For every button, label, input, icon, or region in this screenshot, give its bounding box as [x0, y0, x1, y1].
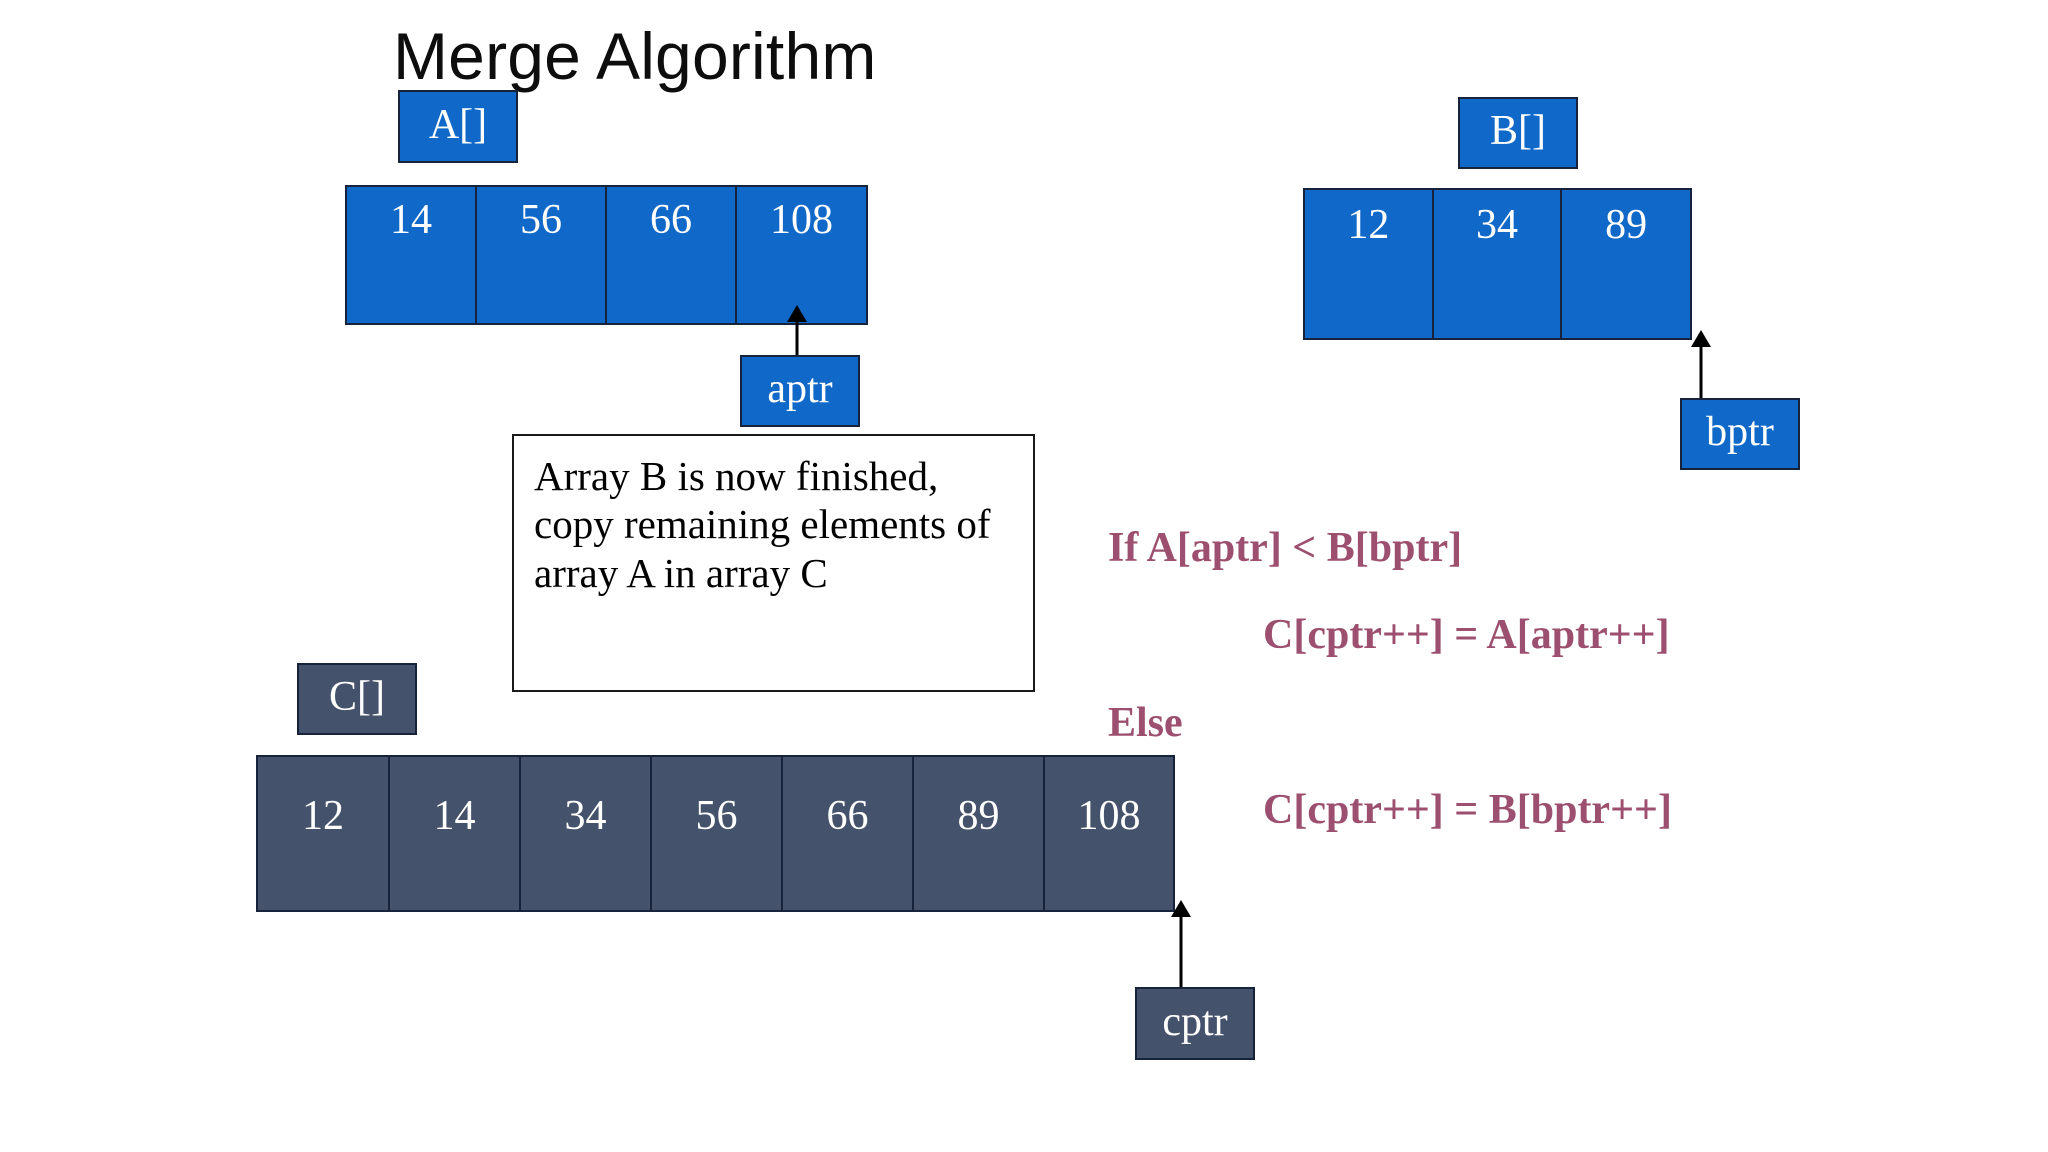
array-c-cell: 34	[521, 757, 652, 910]
cptr-pointer-chip: cptr	[1135, 987, 1255, 1060]
pseudocode-line-assign-a: C[cptr++] = A[aptr++]	[1263, 612, 1670, 658]
array-c-cell: 12	[258, 757, 390, 910]
array-c-cell: 66	[783, 757, 914, 910]
page-title: Merge Algorithm	[393, 19, 877, 93]
array-a-label: A[]	[398, 90, 518, 163]
aptr-pointer-chip: aptr	[740, 355, 860, 427]
array-c-cell: 89	[914, 757, 1045, 910]
array-a-cell-value: 14	[390, 197, 432, 243]
array-a-cell: 14	[347, 187, 477, 323]
bptr-arrowhead-icon	[1691, 330, 1711, 347]
array-b-label: B[]	[1458, 97, 1578, 169]
array-c-cell: 14	[390, 757, 521, 910]
cptr-arrow-stem	[1179, 911, 1183, 988]
array-a-cell-value: 108	[770, 197, 833, 243]
array-b-cell: 89	[1562, 190, 1690, 338]
bptr-pointer-chip: bptr	[1680, 398, 1800, 470]
array-c-cell-value: 14	[433, 793, 476, 839]
array-b: 12 34 89	[1303, 188, 1692, 340]
bptr-label: bptr	[1706, 409, 1774, 455]
array-a: 14 56 66 108	[345, 185, 868, 325]
pseudocode-line-assign-b: C[cptr++] = B[bptr++]	[1263, 787, 1672, 833]
array-b-cell-value: 34	[1476, 202, 1518, 248]
aptr-arrow-stem	[795, 316, 799, 362]
aptr-arrow-icon	[786, 305, 808, 362]
array-c-label-text: C[]	[329, 674, 385, 720]
array-b-cell-value: 12	[1347, 202, 1390, 248]
array-b-label-text: B[]	[1490, 108, 1546, 154]
array-b-cell: 34	[1433, 190, 1563, 338]
cptr-arrowhead-icon	[1171, 900, 1191, 917]
array-a-cell-value: 56	[520, 197, 562, 243]
aptr-label: aptr	[767, 366, 833, 412]
array-a-cell: 56	[477, 187, 607, 323]
array-c-cell-value: 108	[1077, 793, 1141, 839]
array-c: 12 14 34 56 66 89 108	[256, 755, 1175, 912]
array-c-cell: 108	[1045, 757, 1173, 910]
bptr-arrow-icon	[1690, 330, 1712, 402]
array-b-cell: 12	[1305, 190, 1434, 338]
array-a-label-text: A[]	[428, 101, 488, 148]
array-b-cell-value: 89	[1605, 202, 1648, 248]
array-c-cell-value: 66	[826, 793, 869, 839]
array-c-label: C[]	[297, 663, 417, 735]
array-c-cell: 56	[652, 757, 783, 910]
cptr-arrow-icon	[1170, 900, 1192, 988]
aptr-arrowhead-icon	[787, 305, 807, 322]
note-callout: Array B is now finished, copy remaining …	[512, 434, 1035, 692]
array-a-cell: 66	[607, 187, 737, 323]
array-c-cell-value: 89	[957, 793, 1000, 839]
array-c-cell-value: 12	[302, 793, 344, 839]
array-a-cell-value: 66	[650, 197, 692, 243]
pseudocode-line-else: Else	[1108, 700, 1183, 746]
array-c-cell-value: 56	[695, 793, 738, 839]
note-text: Array B is now finished, copy remaining …	[534, 453, 991, 596]
array-a-cell: 108	[737, 187, 866, 323]
array-c-cell-value: 34	[564, 793, 607, 839]
bptr-arrow-stem	[1699, 341, 1703, 402]
pseudocode-line-if: If A[aptr] < B[bptr]	[1108, 525, 1463, 571]
cptr-label: cptr	[1162, 998, 1228, 1045]
